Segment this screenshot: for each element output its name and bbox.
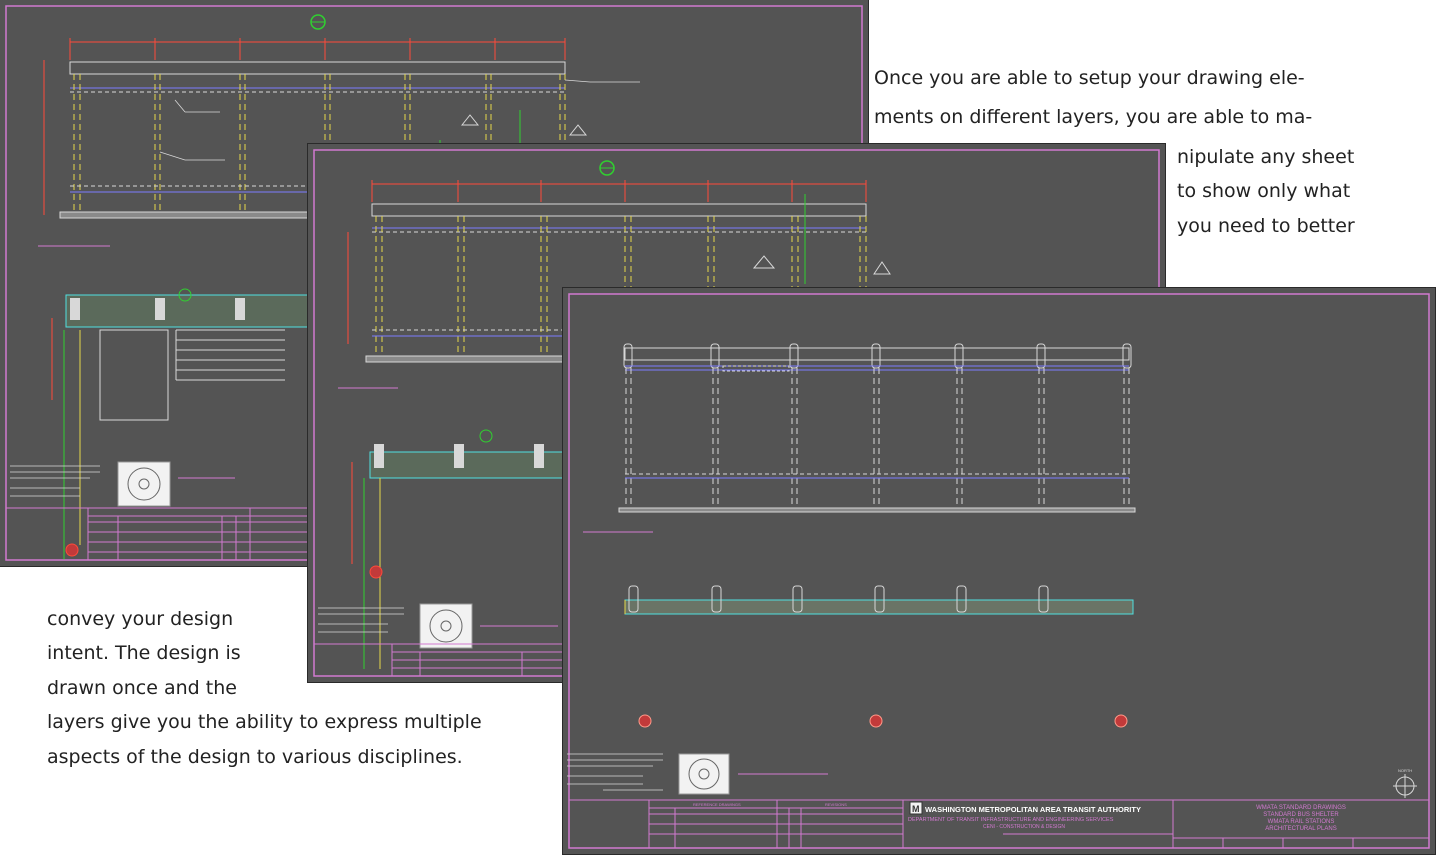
revisions-header: REVISIONS: [825, 802, 847, 807]
paragraph-line-5: you need to better: [1177, 215, 1355, 237]
drawing-title-line-1: WMATA STANDARD DRAWINGS: [1256, 805, 1346, 811]
paragraph-line-2: ments on different layers, you are able …: [874, 106, 1313, 128]
paragraph-line-1: Once you are able to setup your drawing …: [874, 67, 1305, 89]
drawing-sheet-front: NORTH M WASHINGTON METROPOL: [563, 288, 1435, 854]
paragraph-line-9: layers give you the ability to express m…: [47, 711, 482, 733]
paragraph-line-10: aspects of the design to various discipl…: [47, 746, 463, 768]
drawing-title-line-4: ARCHITECTURAL PLANS: [1265, 826, 1336, 832]
authority-name: WASHINGTON METROPOLITAN AREA TRANSIT AUT…: [925, 805, 1141, 814]
department-name: DEPARTMENT OF TRANSIT INFRASTRUCTURE AND…: [908, 817, 1114, 823]
drawing-front-svg: NORTH M WASHINGTON METROPOL: [567, 293, 1430, 849]
reference-drawings-header: REFERENCE DRAWINGS: [693, 802, 741, 807]
svg-text:M: M: [912, 804, 920, 814]
drawing-title-line-3: WMATA RAIL STATIONS: [1268, 819, 1335, 825]
paragraph-line-6: convey your design: [47, 608, 234, 630]
paragraph-line-4: to show only what: [1177, 180, 1351, 202]
paragraph-line-3: nipulate any sheet: [1177, 146, 1355, 168]
north-label: NORTH: [1398, 768, 1412, 773]
division-name: CENI - CONSTRUCTION & DESIGN: [983, 824, 1065, 830]
drawing-title-line-2: STANDARD BUS SHELTER: [1263, 812, 1339, 818]
paragraph-line-7: intent. The design is: [47, 642, 241, 664]
paragraph-line-8: drawn once and the: [47, 677, 237, 699]
